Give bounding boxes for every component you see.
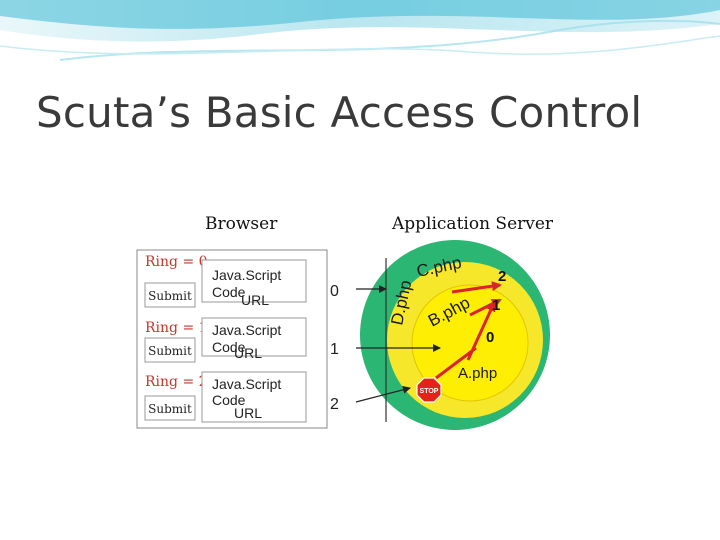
stop-sign-icon: STOP: [416, 377, 442, 403]
ring-0-code-box: [201, 259, 307, 303]
ring-0-submit-label: Submit: [148, 289, 192, 303]
ring-0-code-line1: Java.Script: [212, 267, 281, 283]
stop-sign-text: STOP: [420, 388, 439, 395]
server-ring-0: [411, 284, 529, 402]
ring-1-code-line1: Java.Script: [212, 322, 281, 338]
ring-2-code-line1: Java.Script: [212, 376, 281, 392]
file-a: A.php: [458, 365, 497, 382]
server-ring-0-number: 0: [486, 329, 494, 346]
server-label: Application Server: [391, 214, 554, 234]
ring-1-url: URL: [234, 345, 262, 361]
ring-2-code-line2: Code: [212, 392, 246, 408]
header-banner: [0, 0, 720, 80]
ring-0-label: Ring = 0: [145, 254, 208, 270]
request-arrow-ring-2: [355, 385, 411, 403]
ring-1-submit-label: Submit: [148, 344, 192, 358]
ring-0-code-line2: Code: [212, 284, 246, 300]
ring-2-submit-label: Submit: [148, 402, 192, 416]
server-ring-1-number: 1: [492, 297, 500, 314]
ring-0-url: URL: [241, 292, 269, 308]
ring-1-submit-button[interactable]: [144, 337, 196, 363]
ring-1-code-line2: Code: [212, 339, 246, 355]
browser-label: Browser: [205, 214, 278, 234]
access-arrow-c: [451, 281, 502, 294]
blocked-arrow: [435, 346, 477, 380]
ring-2-submit-button[interactable]: [144, 395, 196, 421]
ring-0-number: 0: [330, 283, 339, 300]
ring-1-number: 1: [330, 341, 339, 358]
slide-title: Scuta’s Basic Access Control: [36, 88, 643, 137]
server-ring-2-number: 2: [498, 268, 506, 285]
ring-0-submit-button[interactable]: [144, 282, 196, 308]
ring-2-code-box: [201, 371, 307, 423]
ring-1-code-box: [201, 317, 307, 357]
ring-2-url: URL: [234, 405, 262, 421]
ring-1-label: Ring = 1: [145, 320, 208, 336]
ring-2-label: Ring = 2: [145, 374, 208, 390]
ring-2-number: 2: [330, 396, 339, 413]
